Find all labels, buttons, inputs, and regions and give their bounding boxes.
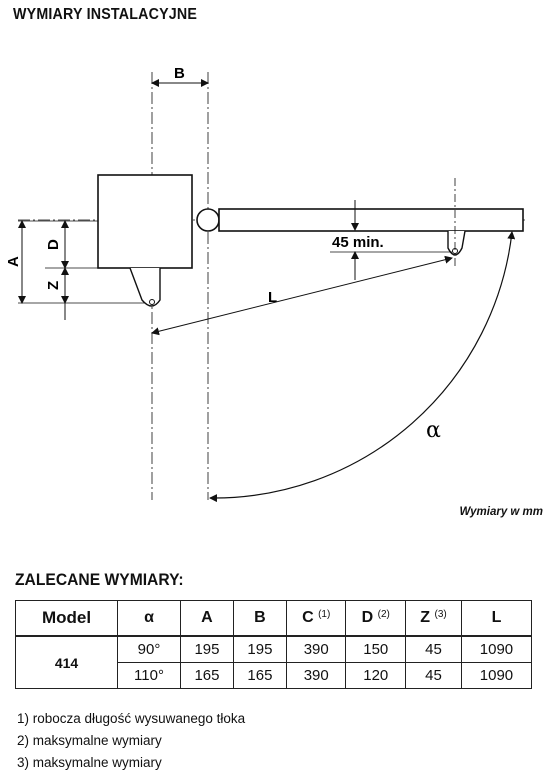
units-note: Wymiary w mm <box>459 506 543 518</box>
dim-l-label: L <box>268 289 277 306</box>
table-cell: 1090 <box>460 635 533 663</box>
header-alpha: α <box>117 600 181 637</box>
table-cell: 150 <box>345 635 407 663</box>
table-row: 110° 165 165 390 120 45 1090 <box>16 662 533 689</box>
table-cell: 390 <box>285 662 347 689</box>
footnote-3: 3) maksymalne wymiary <box>17 755 162 770</box>
alpha-arc <box>209 231 516 503</box>
footnotes: 1) robocza długość wysuwanego tłoka 2) m… <box>17 708 245 774</box>
header-d: D (2) <box>345 600 407 637</box>
hinge-circle <box>196 208 220 232</box>
table-header-row: Model α A B C (1) D (2) Z (3) L <box>14 600 533 637</box>
table-cell: 45 <box>405 635 462 663</box>
table-cell: 195 <box>232 635 287 663</box>
table-cell: 195 <box>179 635 234 663</box>
table-row: 414 90° 195 195 390 150 45 1090 <box>14 635 533 689</box>
dim-b-label: B <box>174 65 185 82</box>
header-model: Model <box>14 600 119 637</box>
gate-leaf <box>218 208 524 232</box>
post-bracket-pin <box>149 299 155 305</box>
post-block <box>97 174 193 269</box>
dim-min-label: 45 min. <box>332 234 384 251</box>
dim-d-label: D <box>45 239 62 250</box>
table-cell: 90° <box>117 635 181 663</box>
table-cell: 1090 <box>460 662 533 689</box>
header-c: C (1) <box>285 600 347 637</box>
dim-z-label: Z <box>45 281 62 290</box>
table-cell: 120 <box>345 662 407 689</box>
section-title: ZALECANE WYMIARY: <box>15 570 184 589</box>
header-l: L <box>460 600 533 637</box>
table-cell: 110° <box>117 662 181 689</box>
post-bracket <box>129 267 161 307</box>
table-cell: 45 <box>405 662 462 689</box>
footnote-2: 2) maksymalne wymiary <box>17 733 162 748</box>
page-title: WYMIARY INSTALACYJNE <box>13 6 198 23</box>
model-cell: 414 <box>14 635 119 689</box>
dim-l-line <box>151 255 453 336</box>
table-cell: 165 <box>232 662 287 689</box>
header-a: A <box>179 600 234 637</box>
header-b: B <box>232 600 287 637</box>
dim-a-label: A <box>5 256 22 267</box>
header-z: Z (3) <box>405 600 462 637</box>
footnote-1: 1) robocza długość wysuwanego tłoka <box>17 711 246 726</box>
dimensions-table: Model α A B C (1) D (2) Z (3) L 414 90° … <box>14 600 533 689</box>
installation-diagram: B 45 min. A D Z L α <box>5 65 525 503</box>
table-cell: 390 <box>285 635 347 663</box>
alpha-label: α <box>426 418 441 443</box>
table-cell: 165 <box>179 662 234 689</box>
